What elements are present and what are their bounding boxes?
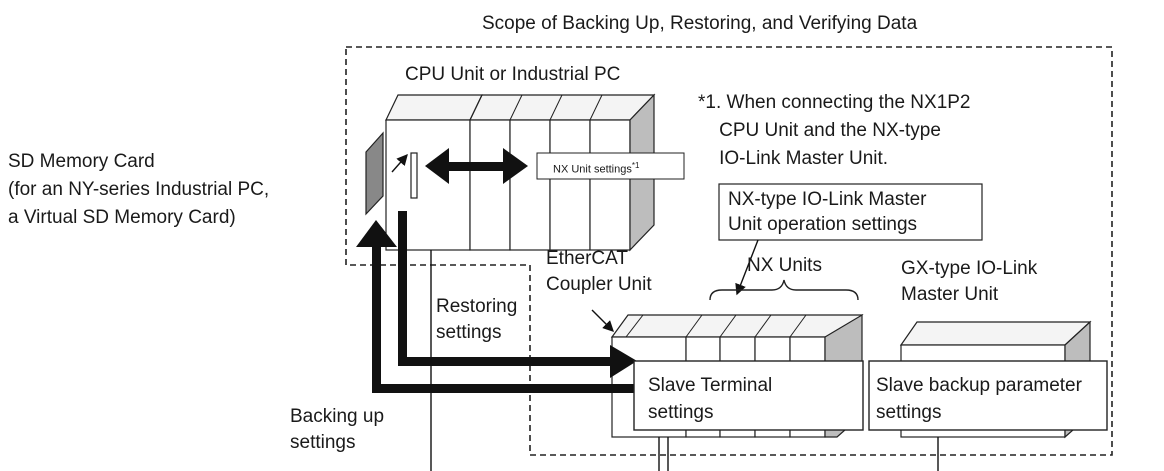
backing-up-arrow bbox=[356, 220, 634, 393]
restoring-settings-label: Restoring settings bbox=[436, 296, 518, 343]
slave-backup-settings-box bbox=[868, 360, 1108, 431]
backing-up-settings-label: Backing up settings bbox=[290, 406, 385, 453]
iolink-settings-pointer bbox=[735, 239, 759, 296]
diagram-title: Scope of Backing Up, Restoring, and Veri… bbox=[482, 13, 918, 34]
ethercat-pointer bbox=[591, 309, 614, 332]
nx-units-label: NX Units bbox=[747, 255, 822, 276]
sd-slot bbox=[410, 152, 418, 199]
slave-terminal-settings-label: Slave Terminal settings bbox=[648, 375, 773, 423]
nx-unit-settings-box bbox=[536, 152, 685, 180]
cpu-unit-rack bbox=[385, 93, 656, 252]
iolink-operation-settings-label: NX-type IO-Link Master Unit operation se… bbox=[728, 189, 927, 235]
iolink-operation-settings-box bbox=[718, 183, 983, 241]
sd-card-label: SD Memory Card (for an NY-series Industr… bbox=[8, 151, 270, 228]
nx-units-brace bbox=[709, 279, 859, 301]
bidirectional-arrow bbox=[425, 148, 528, 184]
sd-card-icon bbox=[365, 131, 384, 216]
cpu-unit-label: CPU Unit or Industrial PC bbox=[405, 64, 621, 85]
restoring-arrow bbox=[398, 211, 637, 378]
slave-backup-settings-label: Slave backup parameter settings bbox=[876, 375, 1082, 423]
gx-iolink-label: GX-type IO-Link Master Unit bbox=[901, 258, 1038, 305]
ethercat-coupler-label: EtherCAT Coupler Unit bbox=[546, 248, 652, 295]
slave-terminal-settings-box bbox=[633, 360, 864, 431]
footnote: *1. When connecting the NX1P2 CPU Unit a… bbox=[698, 92, 971, 169]
scope-boundary bbox=[345, 46, 1113, 456]
sd-insert-arrow bbox=[391, 153, 408, 173]
nx-unit-settings-label: NX Unit settings*1 bbox=[553, 161, 640, 176]
